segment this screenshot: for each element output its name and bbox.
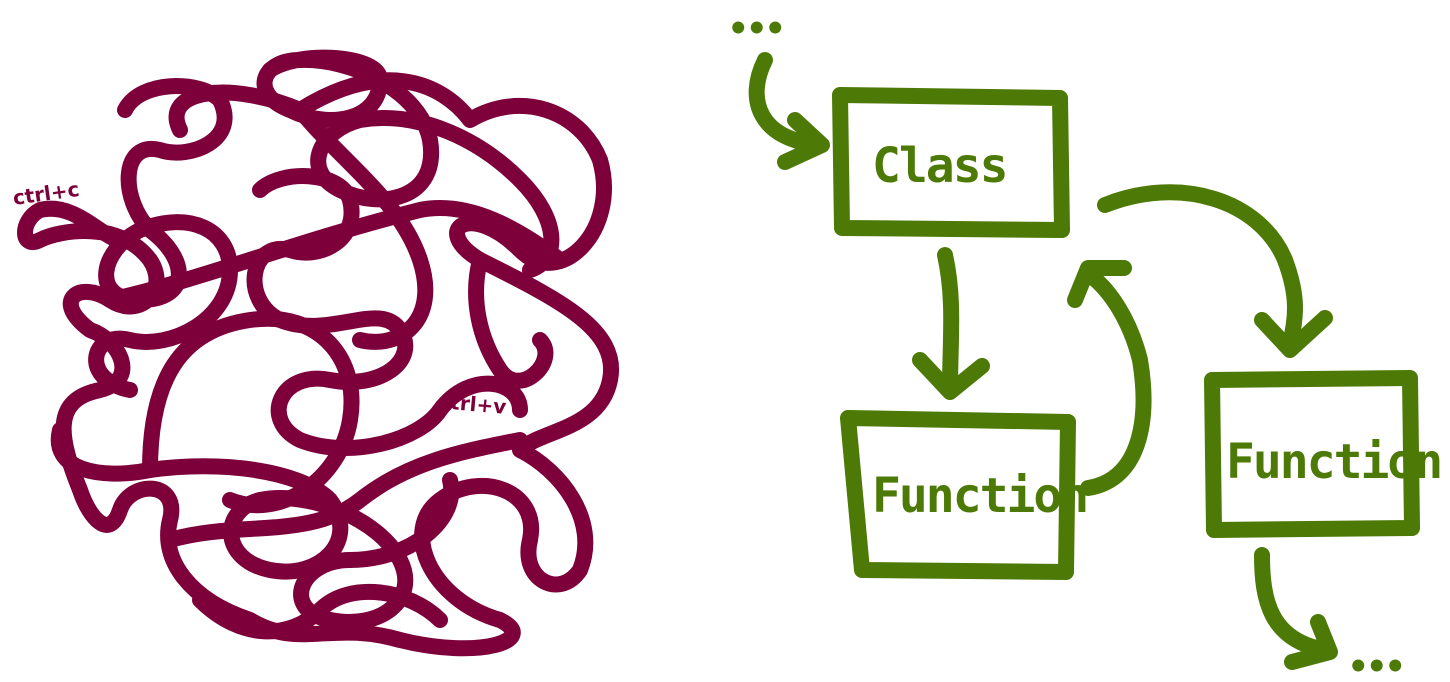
end-ellipsis: ••• — [1348, 647, 1403, 682]
scribble-stroke-cross-3 — [162, 432, 528, 548]
class-box-label: Class — [872, 138, 1007, 194]
scribble-stroke-cross-6 — [468, 252, 554, 389]
annotation-ctrl-v: ctrl+v — [438, 389, 508, 419]
scribble-stroke-cross-2 — [142, 310, 360, 514]
scribble-stroke-outer — [17, 72, 620, 657]
structured-code-flow: ••• Class Function Function ••• — [728, 9, 1443, 682]
arrow-function-left-to-class — [1080, 267, 1152, 496]
arrow-class-to-function-left — [937, 247, 960, 398]
scribble-stroke-cross-5 — [192, 583, 448, 640]
function-box-left-label: Function — [872, 468, 1087, 524]
arrowhead-class-to-function-left — [912, 352, 990, 400]
arrowhead-start-to-class — [777, 112, 830, 170]
function-box-right-label: Function — [1226, 434, 1441, 490]
arrowhead-function-right-onward — [1284, 614, 1338, 670]
spaghetti-code-scribble: ctrl+c ctrl+v — [11, 49, 620, 657]
function-box-left — [840, 410, 1076, 580]
arrowhead-class-to-function-right — [1254, 310, 1333, 358]
start-ellipsis: ••• — [728, 9, 783, 49]
function-box-right — [1204, 370, 1420, 538]
scribble-stroke-left-loop — [88, 78, 238, 398]
scribble-stroke-top-loop — [256, 49, 560, 278]
arrow-class-to-function-right — [1097, 184, 1303, 353]
arrow-start-to-class — [748, 52, 828, 153]
arrow-function-right-onward — [1254, 547, 1333, 658]
scribble-stroke-cross-4 — [292, 102, 434, 350]
class-box — [832, 87, 1070, 238]
arrowhead-function-left-to-class — [1067, 260, 1132, 308]
